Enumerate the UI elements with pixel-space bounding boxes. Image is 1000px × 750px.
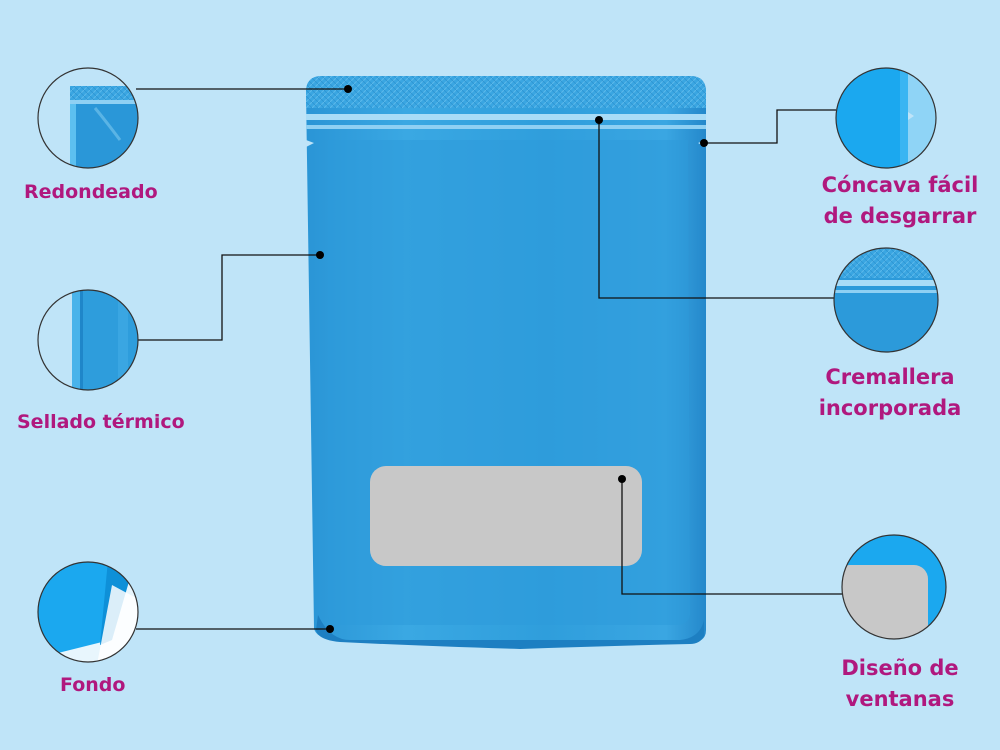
dot-ventanas	[618, 475, 626, 483]
label-sellado-termico: Sellado térmico	[17, 411, 185, 433]
label-concava: Cóncava fácil de desgarrar	[810, 170, 990, 232]
label-ventanas-line1: Diseño de	[841, 656, 959, 680]
pouch-bottom-gusset	[316, 615, 704, 649]
leader-ventanas	[621, 479, 842, 595]
label-cremallera-line1: Cremallera	[825, 365, 955, 389]
leader-lines	[135, 88, 842, 630]
zoom-circle-redondeado	[37, 67, 139, 169]
zoom-circle-ventanas	[841, 534, 947, 640]
leader-sellado	[135, 254, 320, 341]
zoom-circle-concava	[835, 67, 937, 169]
label-ventanas: Diseño de ventanas	[810, 653, 990, 715]
dot-cremallera	[595, 116, 603, 124]
pouch-window	[370, 466, 642, 566]
tear-notch-left	[306, 140, 314, 147]
dot-sellado	[316, 251, 324, 259]
label-ventanas-line2: ventanas	[845, 687, 955, 711]
label-concava-line2: de desgarrar	[823, 204, 977, 228]
label-cremallera: Cremallera incorporada	[800, 362, 980, 424]
zoom-circle-cremallera	[833, 247, 939, 353]
zoom-circle-sellado	[37, 289, 139, 391]
label-fondo: Fondo	[60, 674, 126, 696]
label-cremallera-line2: incorporada	[818, 396, 962, 420]
zipper-strip-2	[306, 125, 706, 129]
label-redondeado: Redondeado	[24, 181, 158, 203]
leader-dots	[316, 85, 708, 633]
dot-fondo	[326, 625, 334, 633]
zoom-circle-fondo	[37, 561, 139, 663]
leader-concava	[704, 109, 836, 144]
pouch-top-texture	[306, 76, 706, 108]
zipper-strip-1	[306, 114, 706, 120]
dot-redondeado	[344, 85, 352, 93]
leader-cremallera	[598, 120, 834, 299]
label-concava-line1: Cóncava fácil	[821, 173, 979, 197]
dot-concava	[700, 139, 708, 147]
pouch	[306, 76, 706, 649]
